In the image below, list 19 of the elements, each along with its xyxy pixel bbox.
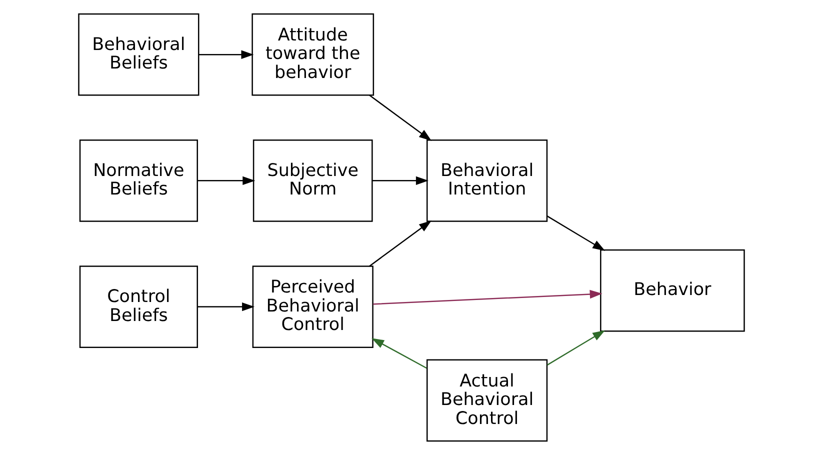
node-box: Control Beliefs <box>79 265 198 348</box>
node-box: Behavior <box>600 248 745 332</box>
arrow <box>369 94 432 140</box>
arrow <box>546 330 606 366</box>
arrow <box>372 176 428 185</box>
arrow <box>546 215 606 250</box>
arrow <box>369 220 432 266</box>
node-box: Behavioral Beliefs <box>78 12 200 96</box>
arrow <box>199 50 254 58</box>
node-box: Perceived Behavioral Control <box>252 265 374 348</box>
node-box: Behavioral Intention <box>426 138 548 222</box>
arrow <box>372 338 427 368</box>
node-box: Actual Behavioral Control <box>426 358 548 442</box>
arrow <box>198 302 255 311</box>
node-box: Normative Beliefs <box>79 138 198 222</box>
node-box: Subjective Norm <box>252 138 373 222</box>
node-box: Attitude toward the behavior <box>252 12 374 96</box>
arrow <box>373 289 602 304</box>
arrow <box>198 176 256 185</box>
